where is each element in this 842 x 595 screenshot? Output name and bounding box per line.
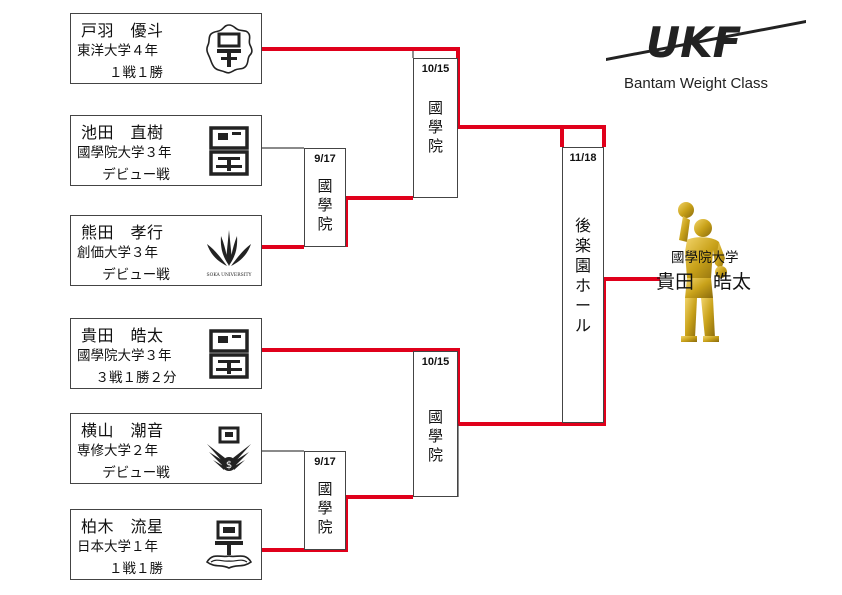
connector-qf-top-red	[413, 47, 460, 127]
weight-class-label: Bantam Weight Class	[624, 75, 768, 92]
bout-date: 10/15	[421, 356, 450, 368]
fighter-name: 池田 直樹	[81, 123, 164, 142]
senshu-university-emblem-icon: $	[207, 426, 251, 471]
ukf-logo: UKF	[606, 18, 806, 67]
connector-final-bottom	[562, 277, 660, 426]
fighter-record: デビュー戦	[102, 167, 170, 183]
fighter-school: 創価大学３年	[77, 245, 158, 261]
entry-card-kashiwagi: 柏木 流星 日本大学１年 １戦１勝	[70, 509, 262, 580]
bout-date: 11/18	[569, 152, 597, 164]
connector-kashiwagi	[262, 495, 413, 552]
connector-qf-top	[458, 125, 564, 147]
entry-card-kida: 貴田 皓太 國學院大学３年 ３戦１勝２分	[70, 318, 262, 389]
fighter-record: デビュー戦	[102, 465, 170, 481]
round-box-qf-top: 10/15 國 學 院	[413, 58, 458, 198]
champion-school: 國學院大学	[671, 250, 739, 266]
kokugakuin-emblem-icon	[209, 126, 249, 176]
final-venue: 後 楽 園 ホ ー ル	[574, 216, 591, 335]
round-box-qf-bottom: 10/15 國 學 院	[413, 351, 458, 497]
soka-university-emblem-icon: SOKA UNIVERSITY	[207, 230, 253, 278]
toyo-university-emblem-icon	[206, 24, 253, 74]
fighter-name: 貴田 皓太	[81, 326, 164, 345]
champion-name: 貴田 皓太	[656, 271, 752, 293]
round-box-final: 11/18 後 楽 園 ホ ー ル	[562, 147, 604, 423]
nihon-university-emblem-icon	[205, 520, 253, 569]
bout-winner: 國 學 院	[427, 99, 443, 155]
fighter-name: 横山 潮音	[81, 421, 164, 440]
connector-semi-top-red	[344, 196, 413, 247]
fighter-school: 専修大学２年	[77, 443, 158, 459]
bout-winner: 國 學 院	[317, 480, 333, 536]
entry-card-kumada: 熊田 孝行 創価大学３年 デビュー戦 SOKA UNIVERSITY	[70, 215, 262, 286]
fighter-school: 東洋大学４年	[77, 43, 158, 59]
entry-card-ikeda: 池田 直樹 國學院大学３年 デビュー戦	[70, 115, 262, 186]
connector-kida	[262, 348, 562, 426]
fighter-record: デビュー戦	[102, 267, 170, 283]
connector-final-top	[562, 125, 606, 147]
bout-date: 9/17	[314, 456, 336, 468]
soka-logo-text: SOKA UNIVERSITY	[207, 272, 253, 278]
bout-date: 10/15	[421, 63, 450, 75]
champion-silhouette-icon	[678, 202, 727, 342]
round-box-semi-top: 9/17 國 學 院	[304, 148, 346, 247]
kokugakuin-emblem-icon	[209, 329, 249, 379]
fighter-record: １戦１勝	[109, 65, 163, 81]
round-box-semi-bottom: 9/17 國 學 院	[304, 451, 346, 550]
fighter-record: ３戦１勝２分	[95, 370, 177, 386]
ukf-logo-text: UKF	[646, 18, 742, 67]
fighter-name: 戸羽 優斗	[81, 21, 164, 40]
svg-text:$: $	[226, 460, 232, 471]
fighter-name: 熊田 孝行	[81, 223, 164, 242]
fighter-school: 日本大学１年	[77, 539, 158, 555]
bout-date: 9/17	[314, 153, 336, 165]
fighter-name: 柏木 流星	[81, 517, 164, 536]
entry-card-toba: 戸羽 優斗 東洋大学４年 １戦１勝	[70, 13, 262, 84]
fighter-school: 國學院大学３年	[77, 145, 172, 161]
fighter-school: 國學院大学３年	[77, 348, 172, 364]
bout-winner: 國 學 院	[317, 177, 333, 233]
entry-card-yokoyama: 横山 潮音 専修大学２年 デビュー戦 $	[70, 413, 262, 484]
fighter-record: １戦１勝	[109, 561, 163, 577]
bout-winner: 國 學 院	[427, 408, 443, 464]
